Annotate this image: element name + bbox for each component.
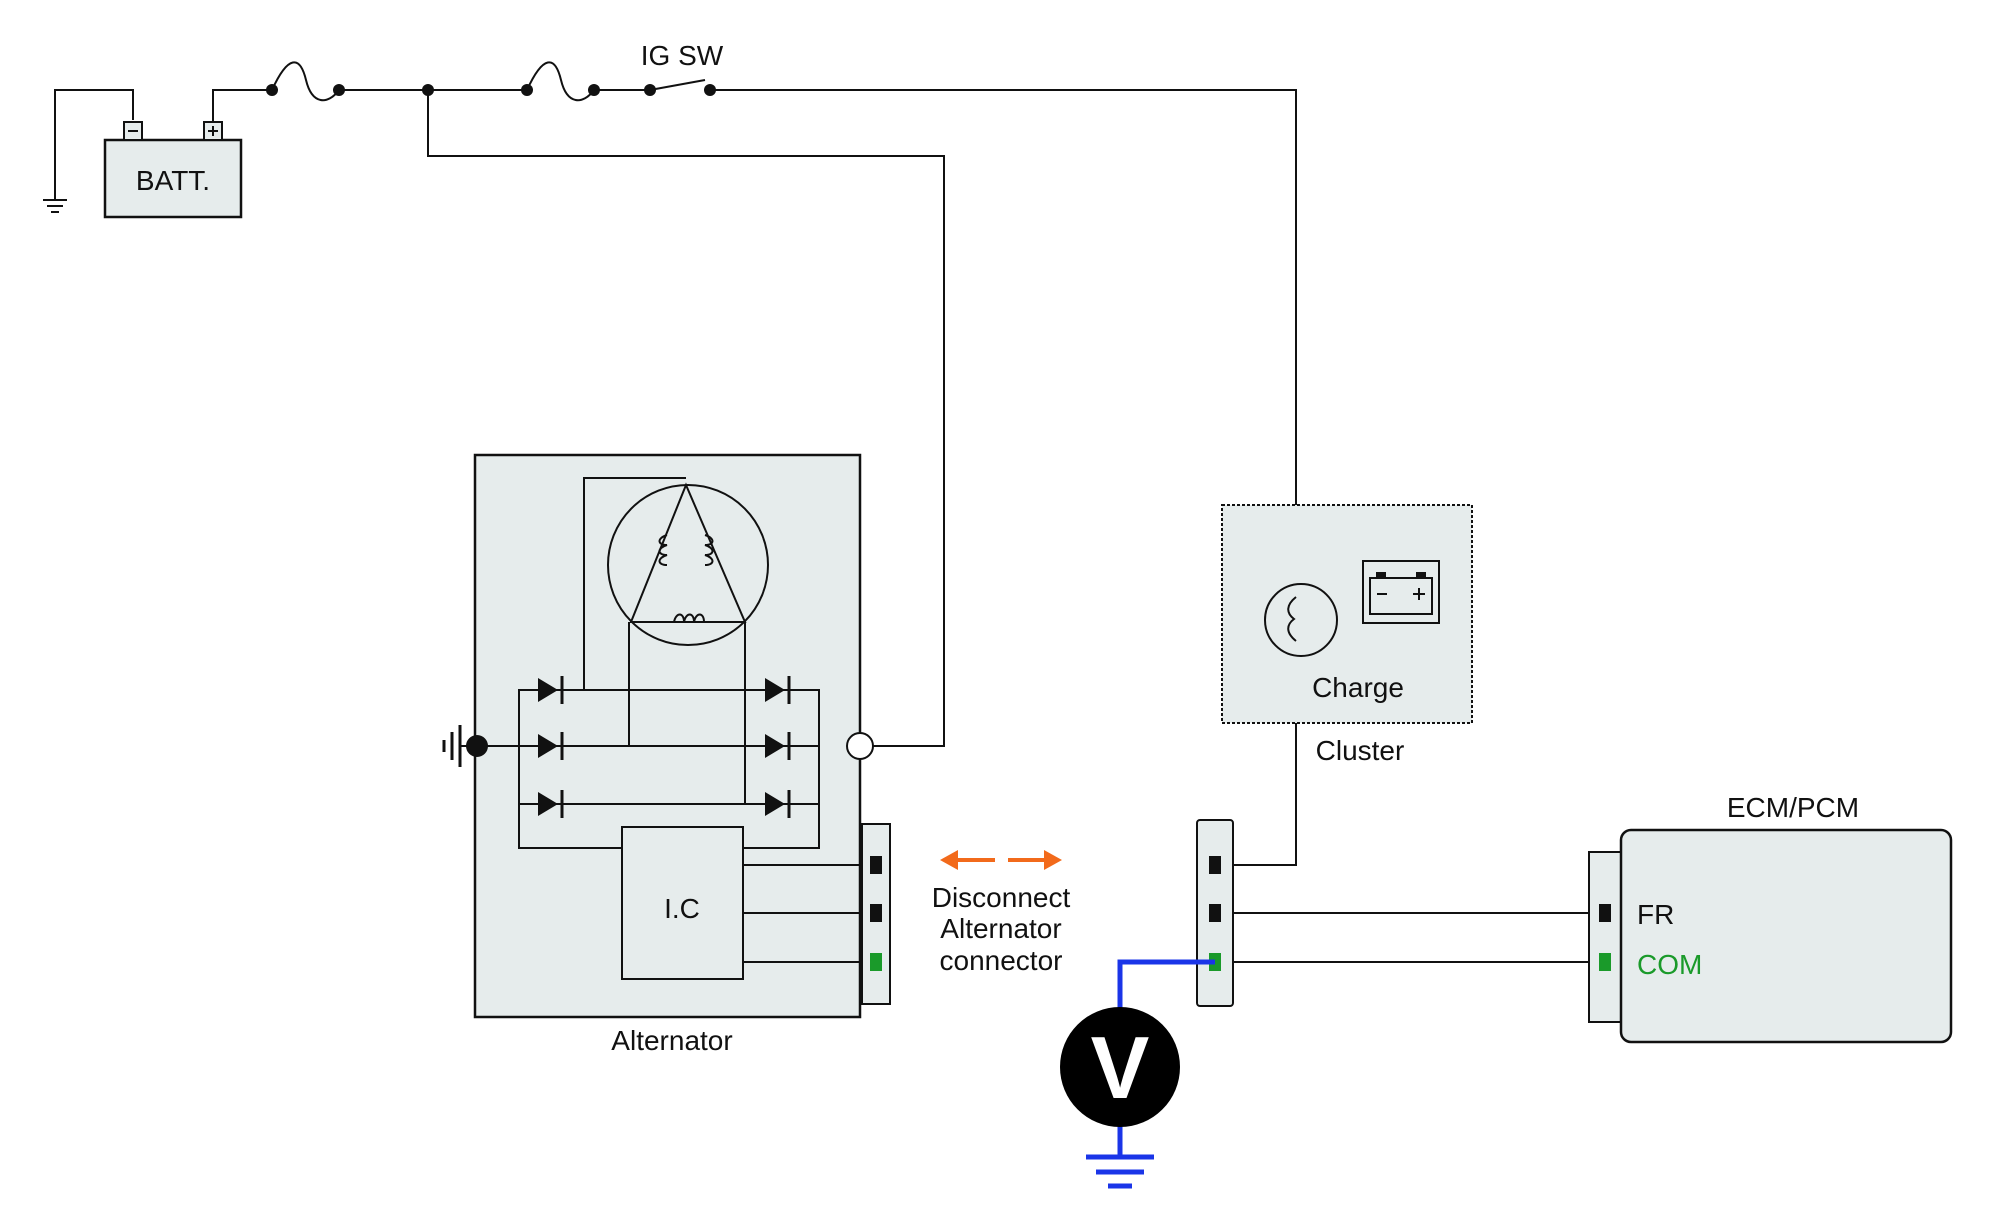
ig-switch-label: IG SW — [641, 40, 724, 71]
arrow-right-icon — [1008, 850, 1062, 870]
charge-bulb-icon — [1264, 583, 1338, 657]
ecm-label: ECM/PCM — [1727, 792, 1859, 823]
voltmeter-ground-icon — [1086, 1154, 1154, 1189]
ic-label: I.C — [664, 893, 700, 924]
ic-regulator — [621, 826, 744, 980]
fuse-1 — [266, 61, 345, 102]
disconnect-line-3: connector — [940, 945, 1063, 976]
stator-circle — [607, 484, 769, 646]
battery-circuit: BATT. IG SW — [43, 40, 1297, 866]
arrow-left-icon — [940, 850, 995, 870]
ignition-switch — [644, 79, 716, 96]
fr-label: FR — [1637, 899, 1674, 930]
alternator: Alternator — [442, 453, 891, 1056]
diode-icon — [538, 676, 791, 818]
battery — [103, 138, 243, 219]
alternator-connector — [861, 823, 891, 1005]
charge-label: Charge — [1312, 672, 1404, 703]
ecm-pin-fr — [1599, 904, 1611, 922]
harness-pin-1 — [1209, 856, 1221, 874]
alternator-b-terminal — [846, 732, 874, 760]
disconnect-line-2: Alternator — [940, 913, 1061, 944]
disconnect-note: Disconnect Alternator connector — [932, 850, 1071, 976]
fuse-2 — [521, 61, 600, 102]
stator-winding-icon — [658, 534, 668, 566]
battery-label: BATT. — [136, 165, 210, 196]
ecm-pcm: ECM/PCM FR COM — [1588, 792, 1953, 1044]
battery-ground-icon — [43, 199, 67, 213]
alternator-pin-1 — [870, 856, 882, 874]
voltmeter-icon — [1060, 1007, 1180, 1127]
alternator-ground-icon — [442, 725, 519, 767]
ecm-pin-com — [1599, 953, 1611, 971]
cluster: Charge Cluster — [1221, 504, 1473, 766]
cluster-label: Cluster — [1316, 735, 1405, 766]
disconnect-line-1: Disconnect — [932, 882, 1071, 913]
alternator-pin-com — [870, 953, 882, 971]
alternator-pin-2 — [870, 904, 882, 922]
voltmeter: V — [1060, 959, 1215, 1189]
harness-pin-2 — [1209, 904, 1221, 922]
alternator-label: Alternator — [611, 1025, 732, 1056]
voltmeter-label: V — [1091, 1018, 1150, 1117]
harness-connector — [1196, 819, 1600, 1007]
com-label: COM — [1637, 949, 1702, 980]
charge-battery-icon — [1362, 560, 1440, 624]
